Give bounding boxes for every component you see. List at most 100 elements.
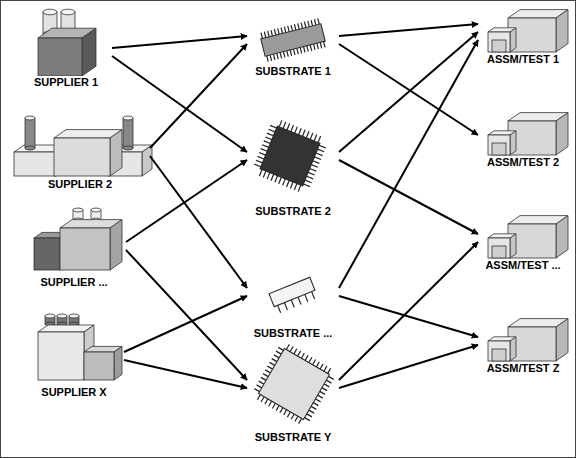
chip-pin — [319, 145, 325, 148]
chip-pin — [328, 376, 333, 379]
chip-pin — [318, 136, 321, 142]
chip-pin — [279, 177, 282, 183]
chip-pin — [268, 31, 269, 37]
box-side — [510, 337, 516, 361]
chip-pin — [313, 403, 318, 406]
box-front — [14, 152, 56, 176]
box-front — [38, 38, 82, 76]
chip-pin — [271, 30, 272, 36]
chip-pin — [308, 21, 309, 27]
chip-body — [261, 24, 326, 56]
chip-pin — [295, 127, 298, 133]
box-side — [510, 234, 516, 258]
chip-pin — [267, 366, 272, 369]
chimney-top — [123, 116, 133, 120]
node-label: SUBSTRATE ... — [253, 327, 334, 340]
chip-icon — [250, 340, 337, 427]
chip-pin — [290, 347, 293, 352]
box-front — [34, 238, 60, 270]
building-door — [492, 246, 506, 258]
chip-pin — [265, 370, 270, 373]
chip-pin — [272, 359, 277, 362]
box-front — [38, 332, 84, 380]
chip-pin — [270, 125, 276, 128]
flow-arrow — [126, 160, 247, 242]
node-label: SUBSTRATE 2 — [254, 205, 332, 218]
chip-pin — [278, 305, 281, 312]
chimney-top — [69, 314, 79, 318]
node-label: ASSM/TEST ... — [484, 259, 561, 272]
chip-pin — [284, 27, 285, 33]
chip-pin — [295, 416, 298, 421]
flow-node: SUPPLIER ... — [22, 206, 126, 291]
flow-node: ASSM/TEST 2 — [478, 107, 568, 171]
chip-pin — [261, 33, 262, 39]
box-side — [142, 145, 152, 176]
chip-pin — [265, 137, 271, 140]
chimney-base — [25, 146, 35, 150]
flow-node: SUBSTRATE ... — [247, 268, 339, 342]
chimney-top — [73, 208, 83, 212]
flow-arrow — [112, 56, 247, 152]
chip-pin — [268, 129, 274, 132]
chip-pin — [310, 45, 311, 51]
chip-pin — [297, 48, 298, 54]
chip-pin — [261, 397, 264, 402]
chip-pin — [291, 125, 294, 131]
flow-arrow — [339, 242, 478, 380]
box-front — [508, 121, 556, 155]
flow-arrow — [339, 160, 478, 234]
chip-pin — [307, 46, 308, 52]
chip-pin — [261, 377, 266, 380]
node-label-wrap: ASSM/TEST 1 — [478, 49, 568, 67]
chip-pin — [313, 161, 319, 164]
flow-arrow — [124, 360, 247, 388]
node-label-wrap: ASSM/TEST 2 — [478, 152, 568, 170]
chip-pin — [305, 294, 308, 301]
node-label-wrap: SUPPLIER 2 — [10, 174, 150, 192]
box-front — [84, 352, 114, 380]
chimney-top — [43, 9, 57, 15]
chimney-top — [61, 9, 75, 15]
flow-arrow — [339, 296, 478, 337]
chip-pin — [284, 410, 287, 415]
chip-body — [260, 126, 320, 186]
chip-pin — [263, 374, 268, 377]
box-front — [508, 224, 556, 258]
flow-arrow — [112, 36, 247, 48]
box-side — [510, 131, 516, 155]
box-front — [488, 238, 510, 258]
chip-pin — [318, 149, 324, 152]
chip-pin — [291, 414, 294, 419]
building-door — [492, 40, 506, 52]
chip-pin — [324, 384, 329, 387]
chip-pin — [312, 292, 315, 299]
node-label: ASSM/TEST 1 — [486, 53, 560, 66]
chip-pin — [308, 172, 314, 175]
chip-pin — [305, 180, 311, 183]
chip-pin — [298, 351, 301, 356]
chip-pin — [316, 153, 322, 156]
chip-icon — [269, 277, 318, 314]
flow-node: SUPPLIER 1 — [20, 8, 112, 91]
flow-node: ASSM/TEST 1 — [478, 4, 568, 68]
chip-pin — [301, 353, 304, 358]
chip-pin — [267, 173, 270, 179]
chip-pin — [302, 130, 305, 136]
chip-pin — [287, 51, 288, 57]
chip-pin — [294, 349, 297, 354]
chip-pin — [313, 360, 316, 365]
chip-pin — [290, 182, 293, 188]
flow-arrow — [339, 40, 478, 288]
chip-pin — [263, 171, 266, 177]
chimney — [123, 118, 133, 148]
chip-pin — [314, 19, 315, 25]
factory-icon — [14, 116, 152, 176]
chimney-top — [45, 314, 55, 318]
chip-pin — [264, 141, 270, 144]
assembly-building-icon — [488, 216, 568, 258]
chip-pin — [259, 153, 265, 156]
chip-pin — [311, 20, 312, 26]
chimney-top — [91, 208, 101, 212]
